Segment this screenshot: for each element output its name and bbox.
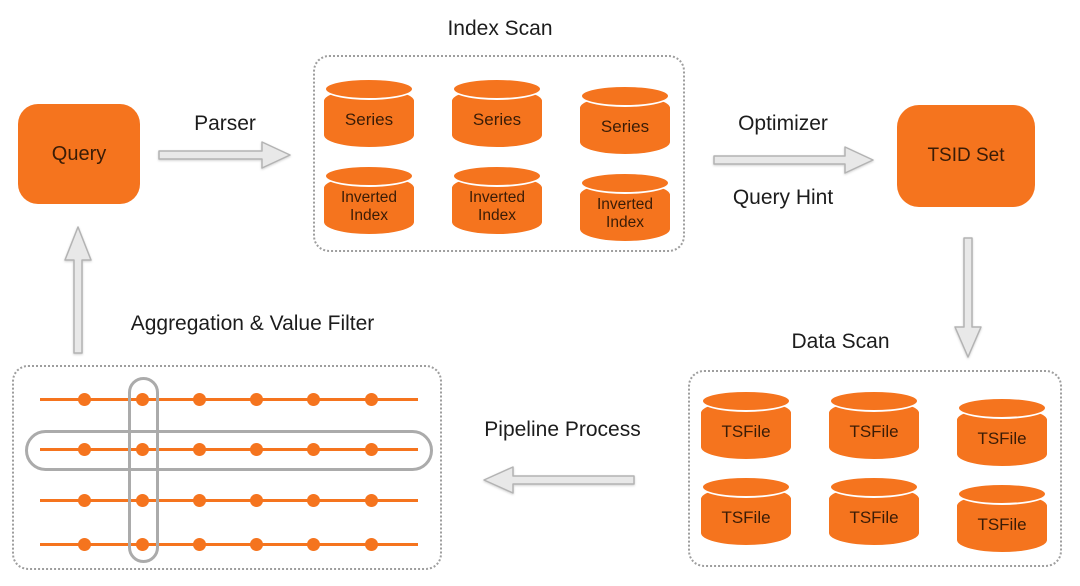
- query-hint-label: Query Hint: [732, 186, 834, 209]
- pipeline-process-label: Pipeline Process: [484, 418, 641, 441]
- query-node: Query: [18, 104, 140, 204]
- cylinder-top-ellipse: [580, 85, 670, 107]
- data-point-dot: [365, 494, 378, 507]
- aggregation-matrix: [12, 365, 442, 570]
- data-point-dot: [250, 443, 263, 456]
- row-selection-capsule: [25, 430, 433, 471]
- cylinder-label: TSFile: [721, 421, 771, 441]
- aggregation-box: [12, 365, 442, 570]
- series-row: [40, 538, 418, 551]
- data-point-dot: [307, 443, 320, 456]
- cylinder-top-ellipse: [829, 390, 919, 412]
- series-cylinder: Series: [452, 78, 542, 147]
- data-point-dot: [307, 393, 320, 406]
- data-point-dot: [78, 494, 91, 507]
- aggregation-title: Aggregation & Value Filter: [130, 312, 375, 335]
- cylinder-label: Series: [472, 109, 522, 129]
- tsfile-cylinder: TSFile: [957, 397, 1047, 466]
- data-point-dot: [365, 443, 378, 456]
- tsfile-cylinder: TSFile: [829, 390, 919, 459]
- data-point-dot: [136, 494, 149, 507]
- data-scan-box: [688, 370, 1062, 567]
- parser-label: Parser: [194, 112, 256, 135]
- index-scan-title: Index Scan: [447, 17, 553, 40]
- tsid-set-node-label: TSID Set: [927, 145, 1005, 166]
- optimizer-arrow-icon: [713, 146, 874, 174]
- inverted-index-cylinder: Inverted Index: [452, 165, 542, 234]
- cylinder-label: TSFile: [977, 428, 1027, 448]
- data-scan-title: Data Scan: [791, 330, 890, 353]
- cylinder-top-ellipse: [829, 476, 919, 498]
- aggregation-to-query-arrow-icon: [64, 226, 92, 354]
- series-cylinder: Series: [580, 85, 670, 154]
- series-cylinder: Series: [324, 78, 414, 147]
- series-row: [40, 393, 418, 406]
- data-point-dot: [307, 494, 320, 507]
- cylinder-label: Inverted Index: [596, 196, 653, 231]
- cylinder-top-ellipse: [701, 476, 791, 498]
- tsfile-cylinder: TSFile: [829, 476, 919, 545]
- inverted-index-cylinder: Inverted Index: [580, 172, 670, 241]
- data-point-dot: [250, 494, 263, 507]
- data-point-dot: [193, 494, 206, 507]
- data-point-dot: [365, 393, 378, 406]
- cylinder-label: Inverted Index: [340, 189, 397, 224]
- tsfile-cylinder: TSFile: [957, 483, 1047, 552]
- data-point-dot: [193, 393, 206, 406]
- pipeline-arrow-icon: [483, 466, 635, 494]
- cylinder-label: TSFile: [721, 507, 771, 527]
- cylinder-top-ellipse: [701, 390, 791, 412]
- cylinder-top-ellipse: [452, 78, 542, 100]
- data-point-dot: [365, 538, 378, 551]
- data-point-dot: [250, 393, 263, 406]
- data-point-dot: [193, 443, 206, 456]
- cylinder-label: Series: [600, 116, 650, 136]
- data-point-dot: [307, 538, 320, 551]
- tsfile-cylinder: TSFile: [701, 476, 791, 545]
- cylinder-label: TSFile: [849, 507, 899, 527]
- cylinder-label: TSFile: [849, 421, 899, 441]
- query-node-label: Query: [51, 142, 107, 165]
- cylinder-label: TSFile: [977, 514, 1027, 534]
- optimizer-label: Optimizer: [738, 112, 828, 135]
- series-row: [40, 494, 418, 507]
- data-point-dot: [136, 443, 149, 456]
- tsid-to-datascan-arrow-icon: [954, 237, 982, 358]
- cylinder-label: Inverted Index: [468, 189, 525, 224]
- cylinder-top-ellipse: [324, 78, 414, 100]
- tsid-set-node: TSID Set: [897, 105, 1035, 207]
- index-scan-box: [313, 55, 685, 252]
- parser-arrow-icon: [158, 141, 291, 169]
- data-point-dot: [136, 393, 149, 406]
- tsfile-cylinder: TSFile: [701, 390, 791, 459]
- cylinder-top-ellipse: [957, 397, 1047, 419]
- series-row: [40, 443, 418, 456]
- data-point-dot: [78, 538, 91, 551]
- cylinder-top-ellipse: [580, 172, 670, 194]
- cylinder-top-ellipse: [452, 165, 542, 187]
- inverted-index-cylinder: Inverted Index: [324, 165, 414, 234]
- data-point-dot: [78, 393, 91, 406]
- data-point-dot: [78, 443, 91, 456]
- cylinder-top-ellipse: [324, 165, 414, 187]
- cylinder-label: Series: [344, 109, 394, 129]
- data-point-dot: [193, 538, 206, 551]
- cylinder-top-ellipse: [957, 483, 1047, 505]
- data-point-dot: [250, 538, 263, 551]
